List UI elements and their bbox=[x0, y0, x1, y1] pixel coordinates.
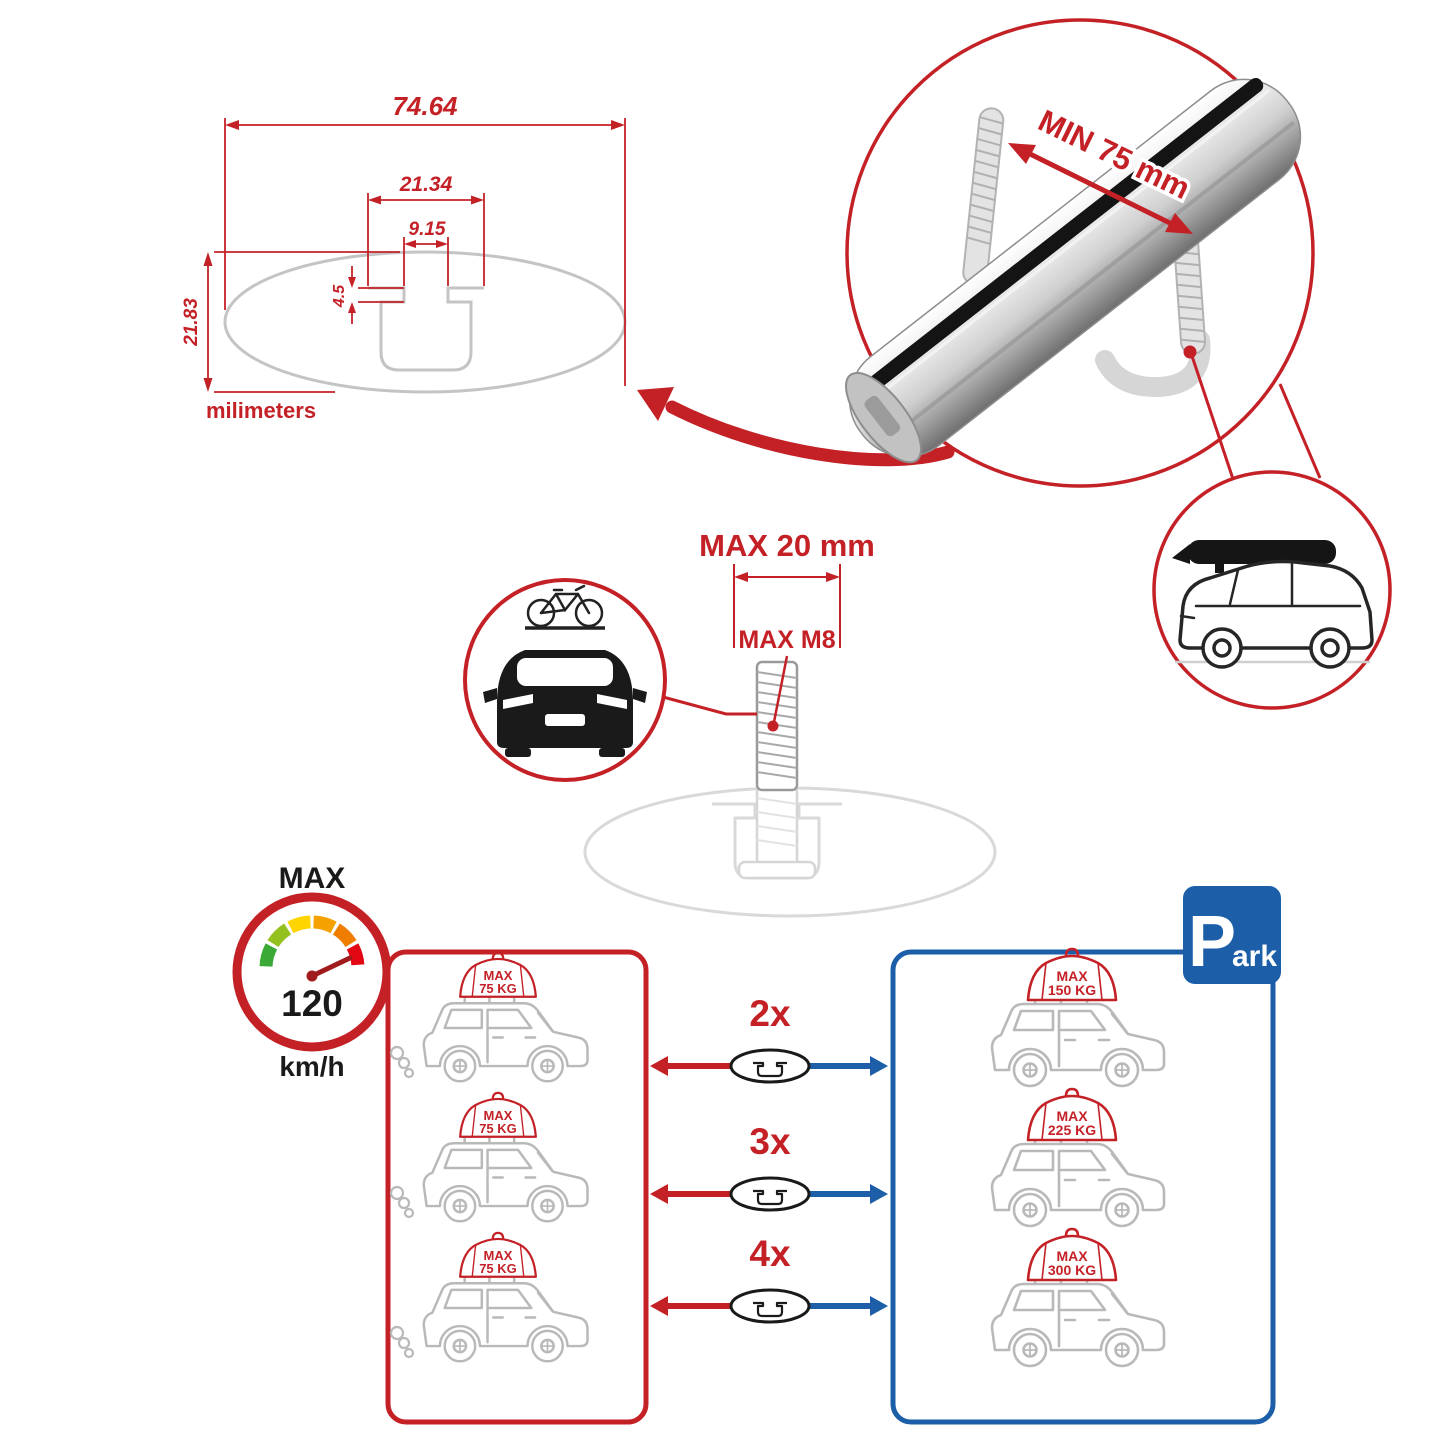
quantity-column: 2x 3x 4x bbox=[650, 993, 888, 1324]
bag-weight-label: 75 KG bbox=[479, 1261, 517, 1276]
left-capacity-panel: MAX 75 KG MAX 75 KG MAX 75 KG bbox=[385, 949, 649, 1425]
car-front-illustration bbox=[483, 650, 647, 757]
right-car-row-3: MAX 300 KG bbox=[990, 1227, 1166, 1368]
bar-zoom-circle: MIN 75 mm bbox=[845, 18, 1315, 488]
bag-max-label: MAX bbox=[1056, 968, 1088, 984]
dim-total-height-label: 21.83 bbox=[181, 298, 202, 347]
dim-slot-depth-label: 4.5 bbox=[331, 284, 348, 308]
bag-max-label: MAX bbox=[484, 968, 513, 983]
speed-max-label: MAX bbox=[279, 862, 346, 895]
clamp-point-dot bbox=[1183, 345, 1197, 359]
quantity-row-2x: 2x bbox=[650, 993, 888, 1084]
dim-total-height bbox=[203, 251, 400, 393]
dim-slot-inner-label: 9.15 bbox=[409, 219, 446, 240]
speed-gauge bbox=[259, 915, 365, 967]
dim-total-width bbox=[224, 118, 626, 386]
bag-max-label: MAX bbox=[1056, 1248, 1088, 1264]
units-label: milimeters bbox=[206, 398, 316, 423]
exhaust-puffs bbox=[389, 1325, 415, 1359]
bag-max-label: MAX bbox=[484, 1248, 513, 1263]
bag-max-label: MAX bbox=[1056, 1108, 1088, 1124]
dim-slot-inner bbox=[403, 237, 449, 286]
speedometer: MAX 120 km/h bbox=[232, 862, 392, 1082]
bag-weight-label: 75 KG bbox=[479, 981, 517, 996]
bag-weight-label: 225 KG bbox=[1048, 1122, 1096, 1138]
max-width-label: MAX 20 mm bbox=[699, 528, 875, 563]
left-car-row-3: MAX 75 KG bbox=[389, 1231, 589, 1363]
bicycle-icon bbox=[526, 584, 604, 628]
dim-slot-outer bbox=[367, 193, 485, 286]
left-car-row-2: MAX 75 KG bbox=[389, 1091, 589, 1223]
speed-units: km/h bbox=[279, 1051, 344, 1082]
quantity-label: 3x bbox=[749, 1121, 791, 1162]
right-car-row-1: MAX 150 KG bbox=[990, 947, 1166, 1088]
dim-slot-depth bbox=[348, 266, 404, 324]
crossbar-section-icon bbox=[729, 1176, 811, 1212]
left-car-row-1: MAX 75 KG bbox=[389, 951, 589, 1083]
quantity-label: 2x bbox=[749, 993, 791, 1034]
bag-weight-label: 150 KG bbox=[1048, 982, 1096, 998]
park-letter: P bbox=[1188, 902, 1236, 982]
crossbar-profile-outline bbox=[223, 250, 627, 394]
max-thread-label: MAX M8 bbox=[738, 626, 835, 654]
speed-needle bbox=[306, 955, 353, 982]
cross-section-drawing: 74.64 21.34 9.15 4.5 bbox=[181, 91, 627, 423]
bike-car-circle bbox=[463, 578, 757, 782]
crossbar-render bbox=[845, 78, 1302, 464]
circle-leader-line bbox=[662, 695, 757, 716]
bolt-dimension-section: MAX 20 mm MAX M8 bbox=[583, 528, 997, 918]
min-distance-dim bbox=[1008, 143, 1193, 234]
quantity-row-4x: 4x bbox=[650, 1233, 888, 1324]
thread-leader-dot bbox=[767, 720, 779, 732]
roof-box bbox=[1188, 540, 1336, 564]
quantity-row-3x: 3x bbox=[650, 1121, 888, 1212]
right-car-row-2: MAX 225 KG bbox=[990, 1087, 1166, 1228]
crossbar-section-icon bbox=[729, 1048, 811, 1084]
bag-weight-label: 300 KG bbox=[1048, 1262, 1096, 1278]
quantity-label: 4x bbox=[749, 1233, 791, 1274]
dim-slot-outer-label: 21.34 bbox=[399, 173, 453, 196]
park-sign: P ark bbox=[1183, 886, 1281, 984]
max-width-dim bbox=[733, 564, 841, 648]
dim-total-width-label: 74.64 bbox=[392, 91, 458, 121]
right-capacity-panel: MAX 150 KG MAX 225 KG MAX 300 KG P ark bbox=[890, 886, 1281, 1425]
thread-leader-line bbox=[772, 655, 789, 723]
crossbar-section-icon bbox=[729, 1288, 811, 1324]
exhaust-puffs bbox=[389, 1045, 415, 1079]
bolt-lower-ghost bbox=[737, 786, 817, 880]
suv-roofbox-circle bbox=[1152, 470, 1392, 710]
speed-value: 120 bbox=[281, 983, 343, 1024]
exhaust-puffs bbox=[389, 1185, 415, 1219]
bag-weight-label: 75 KG bbox=[479, 1121, 517, 1136]
suv-roofbox-illustration bbox=[1172, 540, 1374, 669]
callout-lines bbox=[1190, 355, 1322, 495]
bag-max-label: MAX bbox=[484, 1108, 513, 1123]
park-suffix: ark bbox=[1232, 940, 1277, 973]
